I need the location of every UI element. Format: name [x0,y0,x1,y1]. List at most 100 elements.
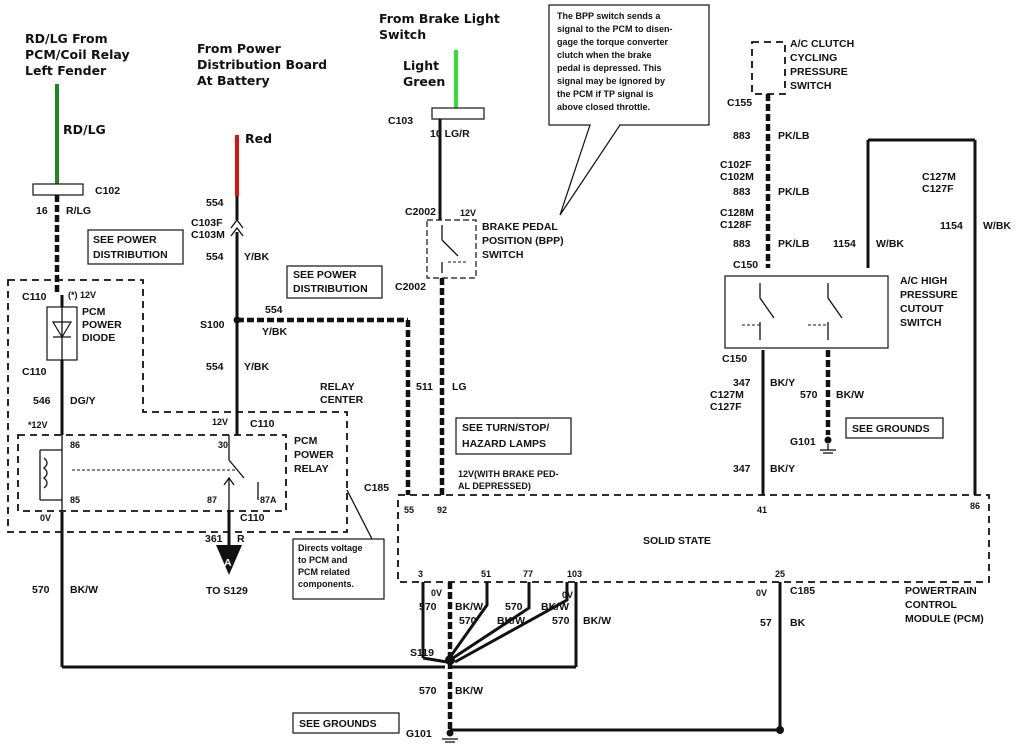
pin-87: 87 [207,495,217,505]
ground-g101-right [820,436,836,454]
label-12v-bpp: 12V [460,208,476,218]
label-546: 546 [33,395,51,407]
pcm-power-relay [17,434,287,512]
label-diode-2: POWER [82,319,122,331]
label-pklb-1: PK/LB [778,130,810,142]
label-c2002-top: C2002 [405,206,436,218]
label-ac-clutch-3: PRESSURE [790,66,848,78]
label-bky-1: BK/Y [770,377,795,389]
label-bpp-2: POSITION (BPP) [482,235,564,247]
note-bpp-8: above closed throttle. [557,102,650,112]
label-16: 16 [36,205,48,217]
see-pd-1a: SEE POWER [93,234,157,246]
label-554-mid: 554 [206,251,224,263]
wire-color-rdlg: RD/LG [63,122,106,137]
pcm-pin-3: 3 [418,569,423,579]
label-883-1: 883 [733,130,751,142]
label-star12v-2: *12V [28,420,48,430]
label-g101-bottom: G101 [406,728,432,740]
see-turn-2: HAZARD LAMPS [462,438,546,450]
label-c127m-low: C127M [710,389,744,401]
label-c128m: C128M [720,207,754,219]
label-solid-state: SOLID STATE [643,535,711,547]
note-relay-3: PCM related [298,567,350,577]
label-c103f: C103F [191,217,223,229]
label-c110-top: C110 [22,291,47,303]
see-grounds-box-bottom [292,712,400,734]
label-c127m-top: C127M [922,171,956,183]
label-c155: C155 [727,97,752,109]
label-wbk-1: W/BK [876,238,904,250]
label-c127f-top: C127F [922,183,954,195]
label-r: R [237,533,245,545]
label-bk: BK [790,617,806,629]
note-bpp-5: pedal is depressed. This [557,63,662,73]
source-label-power-1: From Power [197,41,282,56]
label-pcm-2: CONTROL [905,599,957,611]
label-dgy: DG/Y [70,395,96,407]
see-grounds-right: SEE GROUNDS [852,423,930,435]
label-883-3: 883 [733,238,751,250]
connector-c102 [32,183,84,196]
label-ac-high-3: CUTOUT [900,303,944,315]
pcm-pin-92: 92 [437,505,447,515]
label-554-h: 554 [265,304,283,316]
pin-87a: 87A [260,495,277,505]
see-pd-2a: SEE POWER [293,269,357,281]
source-label-rdlg-2: PCM/Coil Relay [25,47,130,62]
see-power-distribution-box-1 [87,229,184,265]
label-c150-top: C150 [733,259,758,271]
connector-a-arrow [216,545,242,575]
pin-85: 85 [70,495,80,505]
see-pd-2b: DISTRIBUTION [293,283,368,295]
label-lg: LG [452,381,467,393]
note-relay-2: to PCM and [298,555,348,565]
note-bpp-6: signal may be ignored by [557,76,665,86]
see-grounds-box-right [845,417,944,439]
source-label-brake-1: From Brake Light [379,11,500,26]
label-c110-mid: C110 [22,366,47,378]
label-554-low: 554 [206,361,224,373]
label-bky-2: BK/Y [770,463,795,475]
wire-color-red: Red [245,131,272,146]
label-relay-2: CENTER [320,394,364,406]
label-883-2: 883 [733,186,751,198]
label-ac-clutch-2: CYCLING [790,52,837,64]
label-12v-brake-2: AL DEPRESSED) [458,481,531,491]
pcm-pin-41: 41 [757,505,767,515]
label-10-lgr: 10 LG/R [430,128,470,140]
source-label-rdlg-1: RD/LG From [25,31,108,46]
label-570-fan-4: 570 [552,615,570,627]
label-ybk-1: Y/BK [244,251,270,263]
ground-g101-bottom [442,729,458,743]
label-a: A [224,557,232,569]
label-1154-1: 1154 [833,238,856,250]
label-c185-right: C185 [790,585,815,597]
label-0v-pin3: 0V [431,588,442,598]
label-c103: C103 [388,115,413,127]
source-label-power-3: At Battery [197,73,270,88]
label-diode-1: PCM [82,306,106,318]
pcm-pin-55: 55 [404,505,414,515]
label-57: 57 [760,617,772,629]
label-347-1: 347 [733,377,751,389]
pcm-module [397,494,990,583]
label-c102: C102 [95,185,120,197]
source-label-brake-2: Switch [379,27,426,42]
label-ac-clutch-4: SWITCH [790,80,831,92]
label-c128f: C128F [720,219,752,231]
pcm-pin-77: 77 [523,569,533,579]
label-c110-relay: C110 [250,418,275,430]
label-12v-relay: 12V [212,417,228,427]
label-12v-brake-1: 12V(WITH BRAKE PED- [458,469,559,479]
label-bkw-fan-3: BK/W [497,615,525,627]
label-bkw-bottom: BK/W [455,685,483,697]
label-bpp-1: BRAKE PEDAL [482,221,558,233]
pin-86: 86 [70,440,80,450]
note-bpp-3: gage the torque converter [557,37,669,47]
see-power-distribution-box-2 [286,265,383,299]
label-c103m: C103M [191,229,225,241]
wire-color-light: Light [403,58,439,73]
label-ybk-3: Y/BK [244,361,270,373]
